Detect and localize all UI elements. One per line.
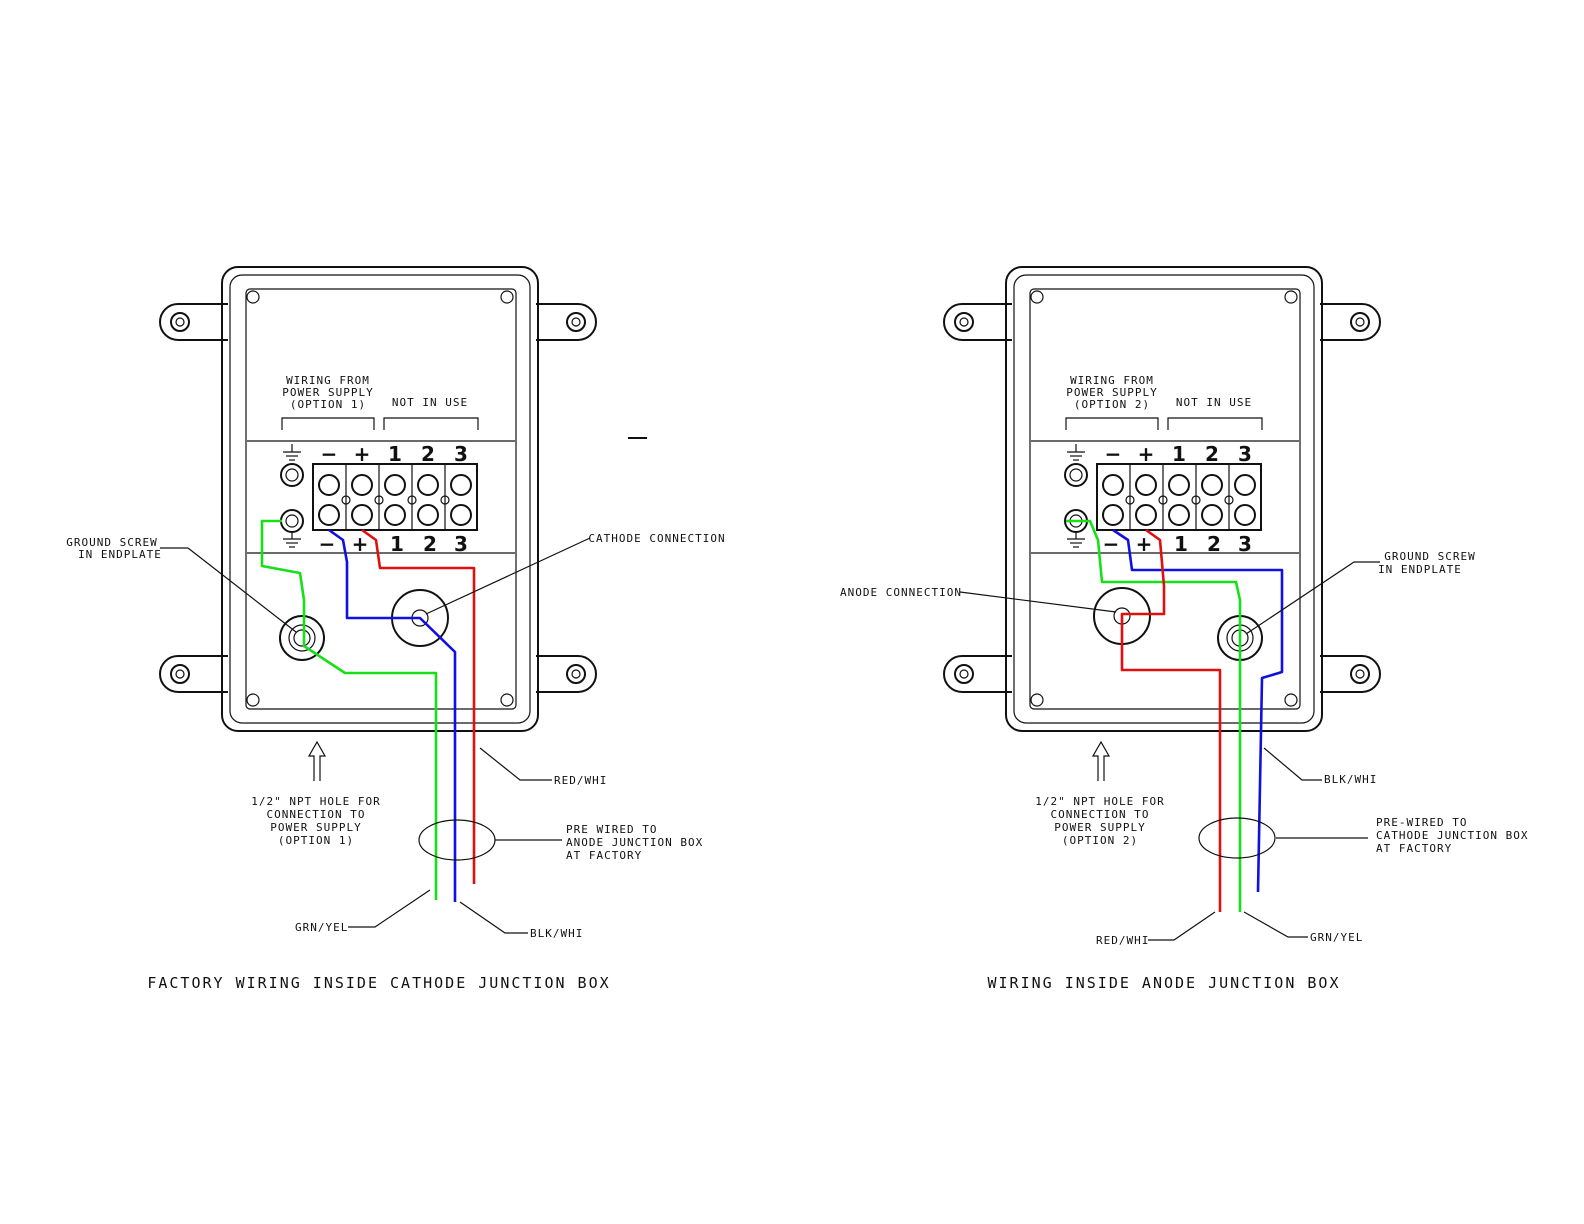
blue-wire bbox=[1112, 528, 1284, 893]
npt-hole-label-line1: 1/2" NPT HOLE FOR bbox=[1035, 795, 1165, 808]
green-wire bbox=[1066, 519, 1242, 912]
ground-screw-label-line2: IN ENDPLATE bbox=[1378, 563, 1462, 576]
wire-label-red-whi: RED/WHI bbox=[1096, 934, 1149, 947]
terminal-label-top-pos: + bbox=[354, 442, 371, 466]
red-wire bbox=[361, 528, 476, 884]
terminal-label-bottom-1: 1 bbox=[1174, 532, 1188, 556]
anode-junction-box: WIRING FROM POWER SUPPLY (OPTION 2) NOT … bbox=[840, 266, 1528, 992]
ground-symbol-bottom-icon bbox=[280, 509, 304, 548]
enclosure-inner bbox=[229, 274, 531, 724]
ground-screw-label-line2: IN ENDPLATE bbox=[78, 548, 162, 561]
terminal-label-bottom-3: 3 bbox=[454, 532, 468, 556]
prewired-label-line3: AT FACTORY bbox=[1376, 842, 1452, 855]
terminal-label-top-pos: + bbox=[1138, 442, 1155, 466]
ground-screw-label-line1: GROUND SCREW bbox=[1384, 550, 1475, 563]
terminal-block bbox=[312, 463, 478, 531]
ground-symbol-top-icon bbox=[280, 444, 304, 487]
mounting-ears bbox=[159, 303, 597, 693]
ground-symbol-top-icon bbox=[1064, 444, 1088, 487]
terminal-label-top-1: 1 bbox=[388, 442, 402, 466]
enclosure-outer bbox=[221, 266, 539, 732]
terminal-label-bottom-3: 3 bbox=[1238, 532, 1252, 556]
red-wire bbox=[1120, 528, 1222, 912]
wire-label-grn-yel: GRN/YEL bbox=[295, 921, 348, 934]
terminal-label-top-2: 2 bbox=[1205, 442, 1219, 466]
blue-wire bbox=[328, 528, 457, 902]
wire-label-grn-yel: GRN/YEL bbox=[1310, 931, 1363, 944]
power-supply-header-line3: (OPTION 1) bbox=[290, 398, 366, 411]
terminal-label-bottom-2: 2 bbox=[423, 532, 437, 556]
cathode-connection-label: CATHODE CONNECTION bbox=[588, 532, 725, 545]
terminal-label-top-3: 3 bbox=[454, 442, 468, 466]
power-supply-header-line3: (OPTION 2) bbox=[1074, 398, 1150, 411]
npt-hole-label-line4: (OPTION 1) bbox=[278, 834, 354, 847]
npt-hole-label-line2: CONNECTION TO bbox=[266, 808, 365, 821]
not-in-use-label: NOT IN USE bbox=[1176, 396, 1252, 409]
terminal-label-bottom-pos: + bbox=[352, 532, 369, 556]
cable-bundle-ellipse bbox=[418, 819, 496, 861]
npt-hole-label-line1: 1/2" NPT HOLE FOR bbox=[251, 795, 381, 808]
terminal-label-top-1: 1 bbox=[1172, 442, 1186, 466]
enclosure-lid-area bbox=[245, 288, 517, 710]
power-supply-header-line1: WIRING FROM bbox=[1070, 374, 1154, 387]
terminal-label-top-neg: − bbox=[1105, 442, 1122, 466]
prewired-label-line2: ANODE JUNCTION BOX bbox=[566, 836, 703, 849]
ground-symbol-bottom-icon bbox=[1064, 509, 1088, 548]
npt-hole-label-line2: CONNECTION TO bbox=[1050, 808, 1149, 821]
prewired-label-line3: AT FACTORY bbox=[566, 849, 642, 862]
terminal-label-top-neg: − bbox=[321, 442, 338, 466]
terminal-label-bottom-pos: + bbox=[1136, 532, 1153, 556]
cathode-junction-box: WIRING FROM POWER SUPPLY (OPTION 1) NOT … bbox=[66, 266, 725, 992]
enclosure-lid-area bbox=[1029, 288, 1301, 710]
cathode-box-caption: FACTORY WIRING INSIDE CATHODE JUNCTION B… bbox=[147, 974, 610, 992]
not-in-use-label: NOT IN USE bbox=[392, 396, 468, 409]
power-supply-header-line2: POWER SUPPLY bbox=[1066, 386, 1157, 399]
prewired-label-line1: PRE WIRED TO bbox=[566, 823, 657, 836]
prewired-label-line2: CATHODE JUNCTION BOX bbox=[1376, 829, 1528, 842]
power-supply-header-line1: WIRING FROM bbox=[286, 374, 370, 387]
power-supply-header-line2: POWER SUPPLY bbox=[282, 386, 373, 399]
cable-bundle-ellipse bbox=[1198, 817, 1276, 859]
terminal-label-bottom-1: 1 bbox=[390, 532, 404, 556]
terminal-block bbox=[1096, 463, 1262, 531]
green-wire bbox=[260, 519, 438, 900]
terminal-label-top-2: 2 bbox=[421, 442, 435, 466]
npt-hole-label-line3: POWER SUPPLY bbox=[270, 821, 361, 834]
mounting-ears bbox=[943, 303, 1381, 693]
anode-connection-label: ANODE CONNECTION bbox=[840, 586, 962, 599]
npt-hole-label-line3: POWER SUPPLY bbox=[1054, 821, 1145, 834]
wire-label-blk-whi: BLK/WHI bbox=[1324, 773, 1377, 786]
ground-screw-label-line1: GROUND SCREW bbox=[66, 536, 157, 549]
terminal-label-bottom-neg: − bbox=[319, 532, 336, 556]
wire-label-red-whi: RED/WHI bbox=[554, 774, 607, 787]
terminal-label-bottom-neg: − bbox=[1103, 532, 1120, 556]
ground-screw-stud bbox=[279, 615, 325, 661]
terminal-label-top-3: 3 bbox=[1238, 442, 1252, 466]
wire-label-blk-whi: BLK/WHI bbox=[530, 927, 583, 940]
npt-hole-label-line4: (OPTION 2) bbox=[1062, 834, 1138, 847]
terminal-label-bottom-2: 2 bbox=[1207, 532, 1221, 556]
enclosure-outer bbox=[1005, 266, 1323, 732]
anode-box-caption: WIRING INSIDE ANODE JUNCTION BOX bbox=[988, 974, 1341, 992]
enclosure-inner bbox=[1013, 274, 1315, 724]
prewired-label-line1: PRE-WIRED TO bbox=[1376, 816, 1467, 829]
